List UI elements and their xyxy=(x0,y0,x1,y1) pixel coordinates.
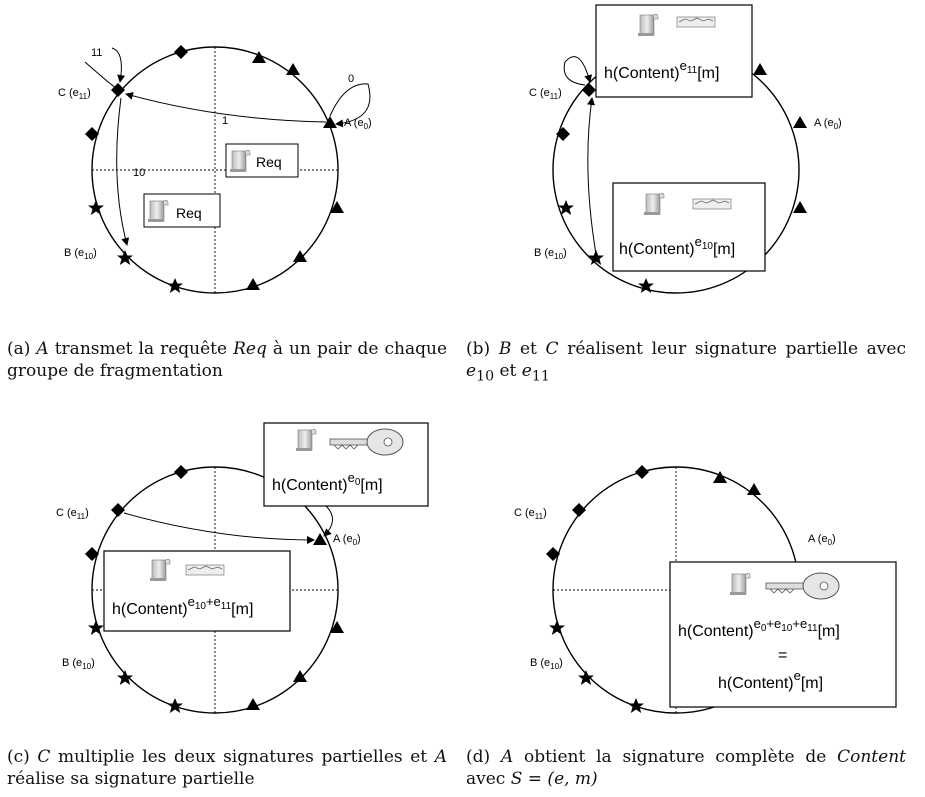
edge-label-11: 11 xyxy=(91,47,102,59)
caption-b: (b) B et C réalisent leur signature part… xyxy=(466,339,906,385)
svg-text:h(Content)e0+e10+e11[m]: h(Content)e0+e10+e11[m] xyxy=(678,616,840,640)
node-label-b-b: B (e10) xyxy=(534,247,567,261)
node-label-a-c: A (e0) xyxy=(333,533,361,547)
caption-d: (d) A obtient la signature complète de C… xyxy=(466,747,906,789)
node-label-b: B (e10) xyxy=(64,247,97,261)
edge-label-1: 1 xyxy=(222,115,228,127)
svg-text:h(Content)e0[m]: h(Content)e0[m] xyxy=(272,470,383,494)
node-label-a-d: A (e0) xyxy=(808,533,836,547)
svg-text:Req: Req xyxy=(256,154,282,170)
signature-box-complete: h(Content)e0+e10+e11[m] = h(Content)e[m] xyxy=(669,561,897,708)
panel-c: C (e11) A (e0) B (e10) h(Content)e0[m] h… xyxy=(56,422,429,714)
panel-a: 11 0 1 10 C (e11) A (e0) B (e10) Req Req xyxy=(58,45,372,294)
signature-box-c: h(Content)e11[m] xyxy=(595,4,753,98)
svg-text:h(Content)e[m]: h(Content)e[m] xyxy=(718,668,823,692)
req-box-2: Req xyxy=(143,193,221,228)
req-box-1: Req xyxy=(225,143,299,178)
caption-c: (c) C multiplie les deux signatures part… xyxy=(7,747,447,789)
caption-a: (a) A transmet la requête Req à un pair … xyxy=(7,339,448,381)
node-label-c-c: C (e11) xyxy=(56,507,89,521)
svg-text:=: = xyxy=(778,647,787,664)
node-label-a-b: A (e0) xyxy=(814,117,842,131)
node-label-a: A (e0) xyxy=(344,117,372,131)
svg-text:h(Content)e10+e11[m]: h(Content)e10+e11[m] xyxy=(112,594,253,618)
node-label-b-c: B (e10) xyxy=(62,657,95,671)
edge-label-0: 0 xyxy=(348,73,354,85)
signature-box-a-partial: h(Content)e0[m] xyxy=(263,422,429,507)
node-label-c-d: C (e11) xyxy=(514,507,547,521)
node-label-c-b: C (e11) xyxy=(529,87,562,101)
node-label-c: C (e11) xyxy=(58,87,91,101)
signature-box-b: h(Content)e10[m] xyxy=(612,182,766,272)
svg-text:h(Content)e10[m]: h(Content)e10[m] xyxy=(619,234,735,258)
svg-text:Req: Req xyxy=(176,205,202,221)
svg-text:h(Content)e11[m]: h(Content)e11[m] xyxy=(604,58,719,82)
panel-b: C (e11) A (e0) B (e10) h(Content)e11[m] … xyxy=(529,4,842,294)
node-label-b-d: B (e10) xyxy=(530,657,563,671)
signature-box-combined: h(Content)e10+e11[m] xyxy=(103,550,291,632)
edge-label-10: 10 xyxy=(133,167,145,179)
panel-d: C (e11) A (e0) B (e10) h(Content)e0+e10+… xyxy=(514,465,897,714)
